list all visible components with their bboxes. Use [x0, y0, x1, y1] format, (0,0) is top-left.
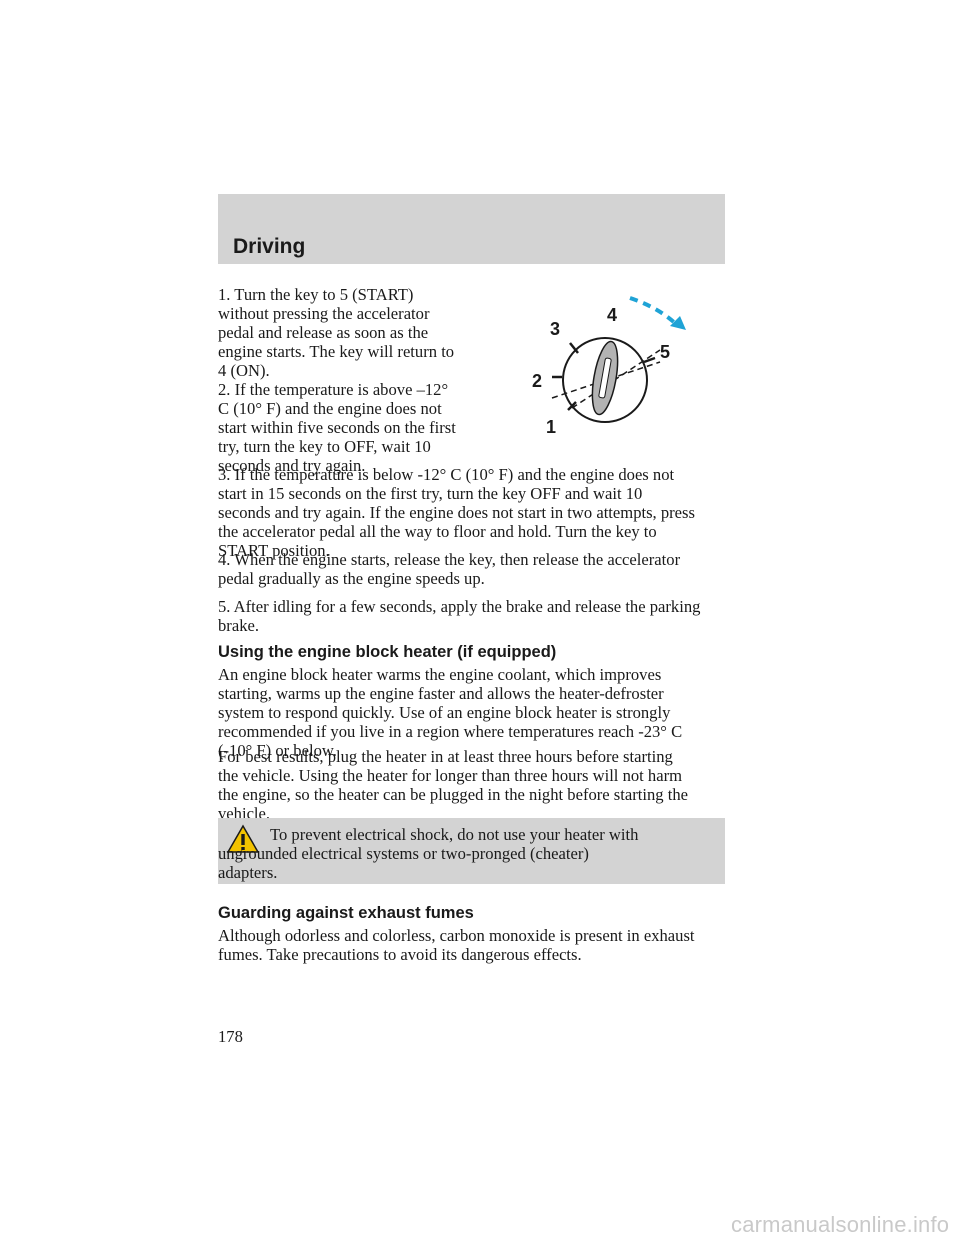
page-number: 178 [218, 1027, 243, 1046]
block-heater-paragraph-2: For best results, plug the heater in at … [218, 747, 688, 823]
key-slot [598, 357, 612, 399]
step-3: 3. If the temperature is below -12° C (1… [218, 465, 695, 560]
label-bg-3 [543, 315, 569, 341]
block-heater-paragraph-1: An engine block heater warms the engine … [218, 665, 683, 760]
exhaust-paragraph: Although odorless and colorless, carbon … [218, 926, 695, 964]
tick-1 [567, 401, 577, 411]
label-5: 5 [660, 342, 670, 362]
section-header: Driving [218, 194, 725, 264]
step-4: 4. When the engine starts, release the k… [218, 550, 681, 588]
step-5: 5. After idling for a few seconds, apply… [218, 597, 701, 635]
heading-block-heater: Using the engine block heater (if equipp… [218, 643, 557, 661]
warning-box: To prevent electrical shock, do not use … [218, 818, 725, 884]
dashed-line-left [551, 361, 661, 399]
warning-text: To prevent electrical shock, do not use … [218, 825, 639, 882]
step-2: 2. If the temperature is above –12° C (1… [218, 380, 456, 475]
label-2: 2 [532, 371, 542, 391]
step-1: 1. Turn the key to 5 (START) without pre… [218, 285, 455, 380]
heading-exhaust-fumes: Guarding against exhaust fumes [218, 904, 474, 922]
tick-5 [643, 356, 656, 364]
arrow-head [670, 316, 686, 330]
label-1: 1 [546, 417, 556, 437]
warning-triangle-icon [226, 824, 260, 853]
watermark: carmanualsonline.info [731, 1212, 950, 1237]
ignition-switch-diagram: 3 4 5 2 1 [532, 296, 686, 437]
section-title: Driving [233, 235, 306, 258]
label-4: 4 [607, 305, 617, 325]
label-3: 3 [550, 319, 560, 339]
tick-3 [569, 342, 579, 354]
rotation-arrow [629, 296, 680, 328]
